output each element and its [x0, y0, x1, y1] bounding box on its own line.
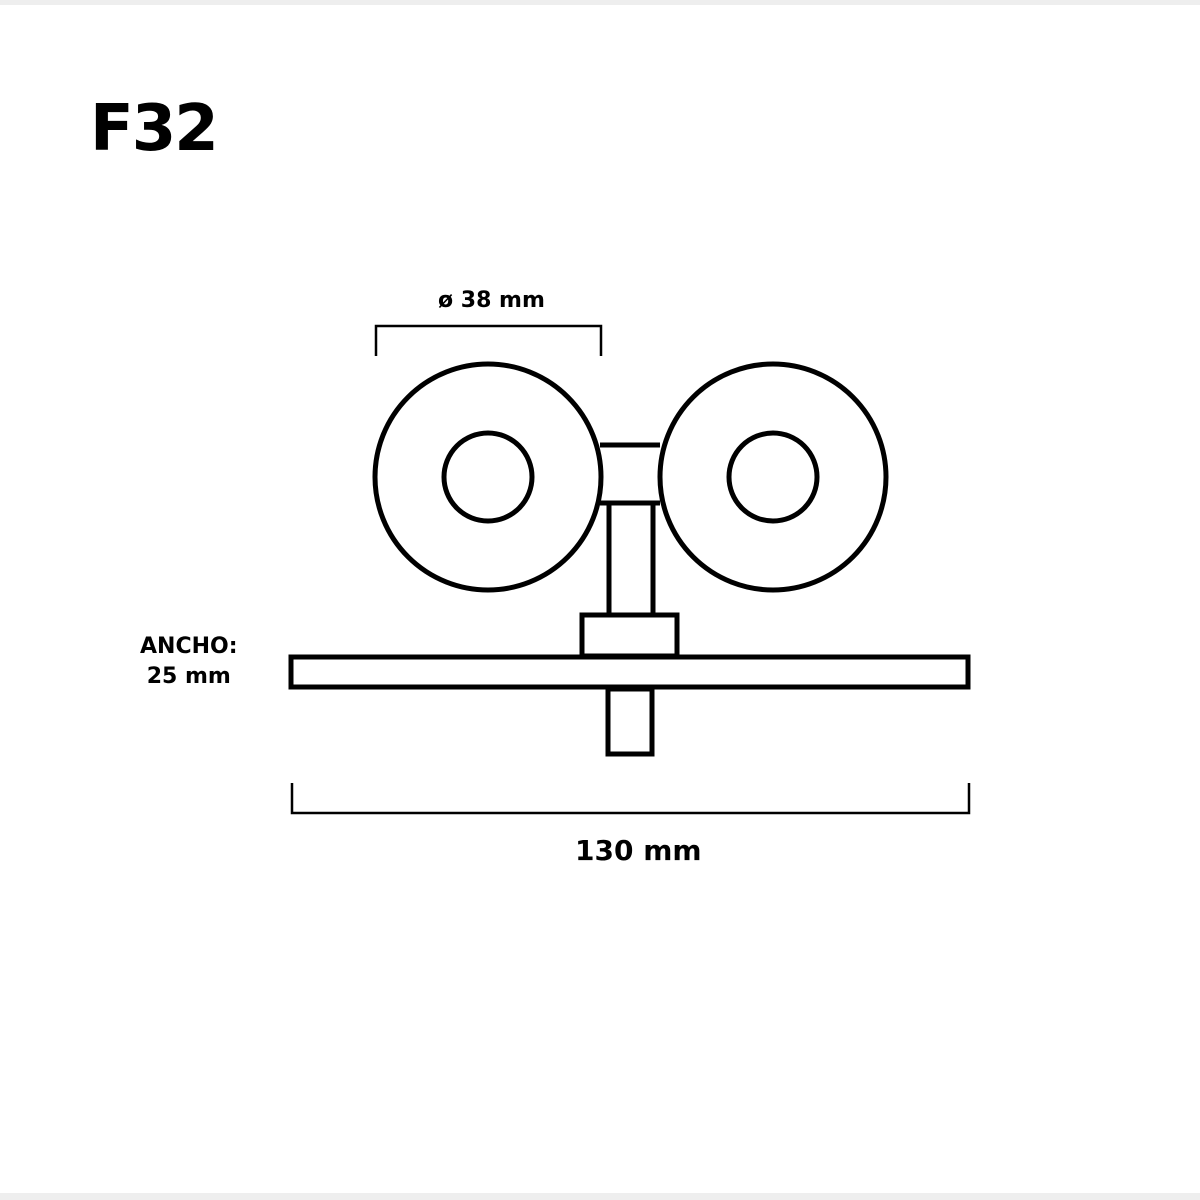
bottom-stem [605, 686, 655, 757]
width-label: ANCHO: [140, 634, 238, 659]
diameter-dimension-line [374, 324, 603, 356]
wheel-diameter-label: ø 38 mm [438, 288, 545, 313]
axle-connector [600, 442, 660, 506]
total-length-label: 130 mm [575, 834, 702, 867]
bottom-border [0, 1193, 1200, 1200]
width-value: 25 mm [146, 664, 231, 689]
top-border [0, 0, 1200, 5]
right-wheel [657, 361, 889, 593]
stem [606, 503, 656, 615]
model-title: F32 [90, 92, 219, 166]
width-annotation: ANCHO: 25 mm [140, 632, 238, 692]
left-wheel [372, 361, 604, 593]
mounting-plate [288, 654, 971, 690]
left-wheel-hub [441, 430, 535, 524]
length-dimension-line [290, 783, 971, 815]
right-wheel-hub [726, 430, 820, 524]
stem-block [579, 612, 680, 659]
